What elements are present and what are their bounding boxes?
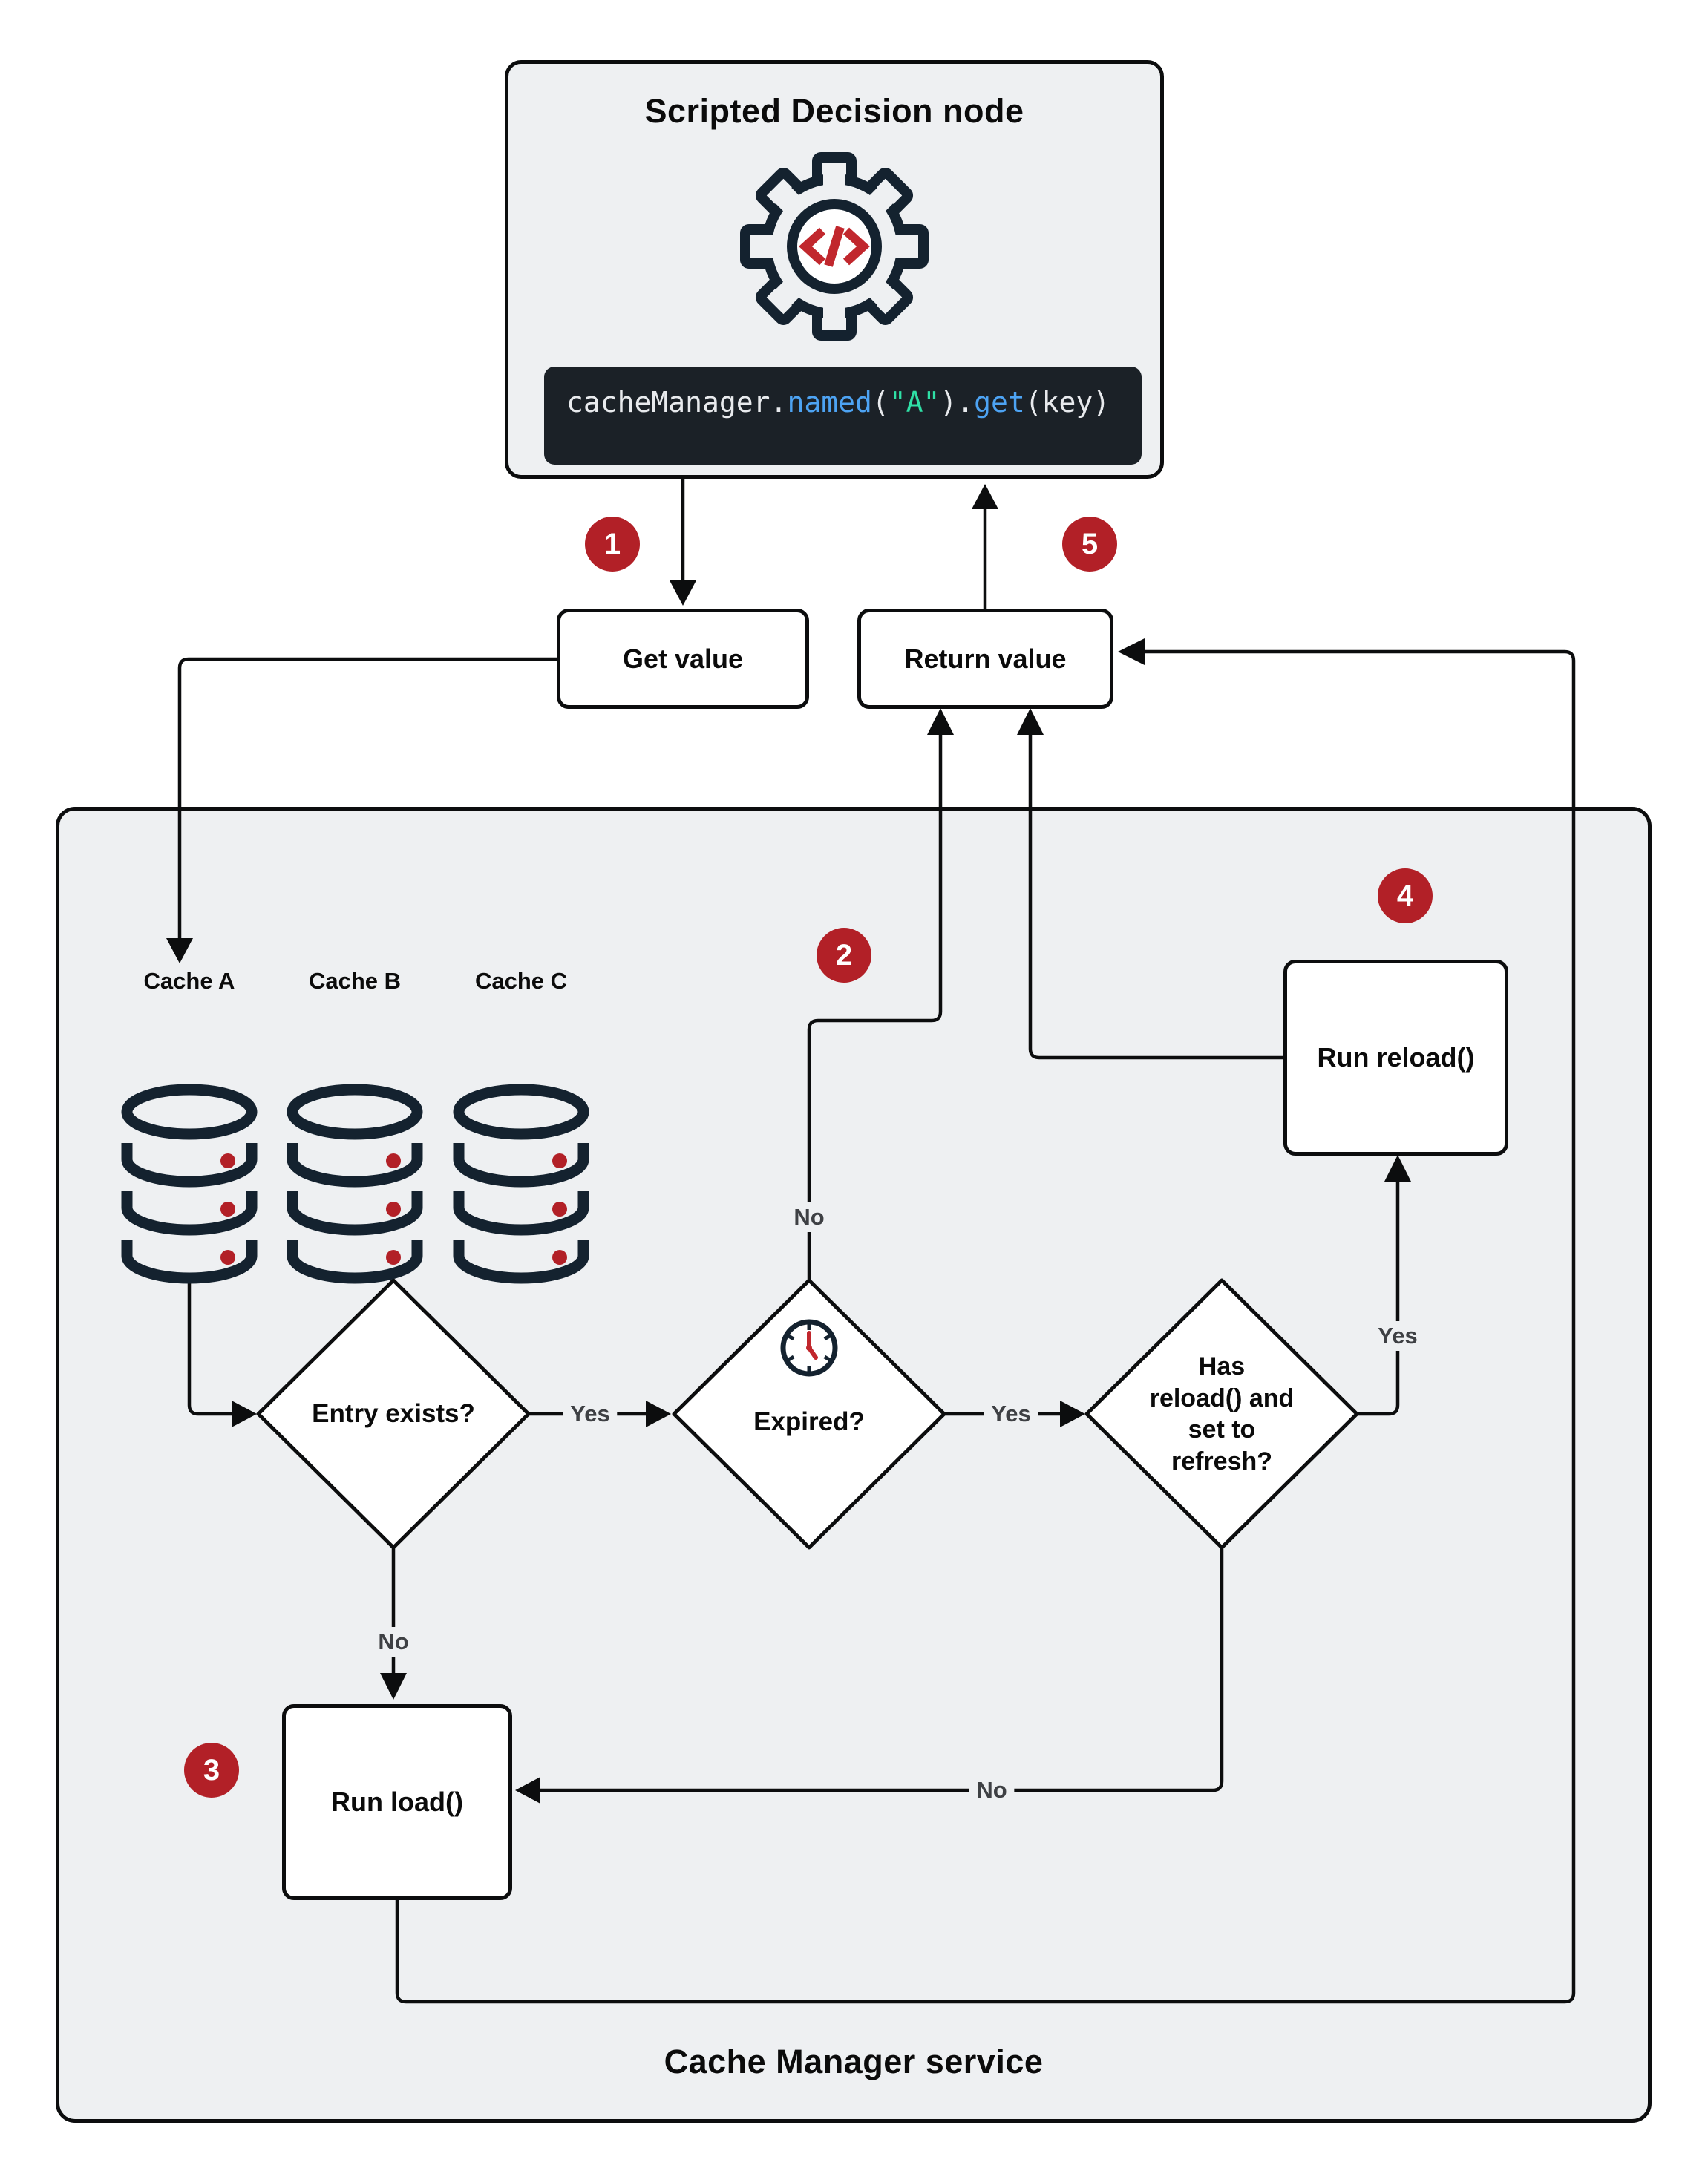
get-value-label: Get value — [622, 643, 744, 674]
code-snippet-block: cacheManager.named("A").get(key) — [544, 367, 1142, 465]
code-token: ( — [871, 386, 889, 419]
code-line: cacheManager.named("A").get(key) — [566, 386, 1110, 419]
step-badge-4: 4 — [1378, 868, 1433, 923]
edge-return-value-to-node — [972, 484, 998, 609]
edge-label-entry-yes: Yes — [563, 1399, 618, 1429]
code-token: (key) — [1024, 386, 1110, 419]
code-token: . — [770, 386, 788, 419]
expired-label: Expired? — [753, 1407, 865, 1437]
cache-manager-service-label: Cache Manager service — [664, 2043, 1044, 2080]
run-reload-node: Run reload() — [1283, 960, 1508, 1156]
scripted-decision-title: Scripted Decision node — [644, 92, 1024, 130]
edge-label-has-reload-yes: Yes — [1370, 1321, 1425, 1351]
code-token: get — [974, 386, 1025, 419]
step-badge-3: 3 — [184, 1743, 239, 1798]
cache-b-label: Cache B — [308, 968, 402, 994]
edge-label-has-reload-no: No — [969, 1775, 1015, 1805]
cache-a-label: Cache A — [143, 968, 235, 994]
return-value-node: Return value — [857, 609, 1113, 709]
code-token: cacheManager — [566, 386, 770, 419]
edge-node-to-get-value — [670, 479, 696, 606]
run-load-label: Run load() — [331, 1787, 463, 1817]
get-value-node: Get value — [557, 609, 809, 709]
run-reload-label: Run reload() — [1317, 1042, 1475, 1073]
code-token: "A" — [889, 386, 940, 419]
code-token: named — [787, 386, 872, 419]
edge-label-expired-no: No — [786, 1202, 832, 1232]
entry-exists-label: Entry exists? — [312, 1399, 475, 1429]
code-token: . — [957, 386, 975, 419]
step-badge-2: 2 — [817, 928, 871, 983]
code-token: ) — [940, 386, 958, 419]
run-load-node: Run load() — [282, 1704, 512, 1900]
step-badge-5: 5 — [1062, 517, 1117, 572]
cache-c-label: Cache C — [474, 968, 568, 994]
step-badge-1: 1 — [585, 517, 640, 572]
has-reload-label: Has reload() and set to refresh? — [1149, 1352, 1295, 1476]
return-value-label: Return value — [904, 643, 1067, 674]
edge-label-entry-no: No — [370, 1627, 416, 1657]
edge-label-expired-yes: Yes — [984, 1399, 1038, 1429]
